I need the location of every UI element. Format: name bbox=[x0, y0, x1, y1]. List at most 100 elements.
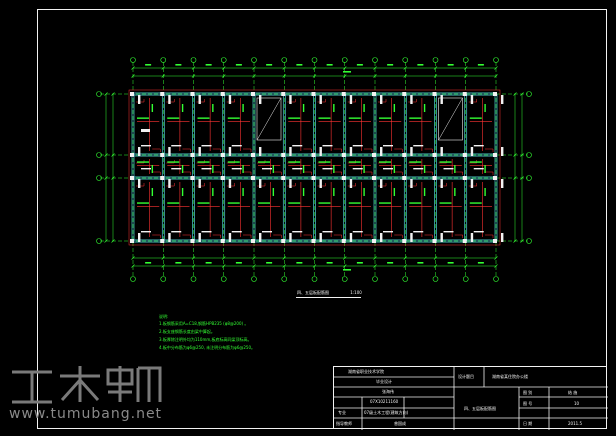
rebar-support bbox=[394, 148, 403, 152]
rebar-label bbox=[181, 165, 184, 173]
column bbox=[372, 92, 376, 96]
slab-label bbox=[413, 168, 424, 170]
dimension-tick bbox=[433, 256, 438, 260]
column bbox=[138, 179, 141, 188]
dimension-tick bbox=[131, 264, 135, 268]
axis-bubble bbox=[311, 57, 318, 63]
column bbox=[380, 147, 383, 156]
student-name: 张海伟 bbox=[382, 389, 394, 394]
slab-label bbox=[231, 231, 242, 233]
column bbox=[259, 233, 262, 242]
slab-label bbox=[413, 231, 424, 233]
field-value: 2011.5 bbox=[568, 421, 582, 426]
column bbox=[402, 153, 407, 157]
column bbox=[190, 92, 195, 96]
axis-bubble bbox=[96, 238, 102, 244]
dimension-tick bbox=[111, 239, 115, 243]
column bbox=[220, 92, 225, 96]
column bbox=[289, 147, 292, 156]
stair-diagonal bbox=[438, 97, 463, 141]
column bbox=[380, 233, 383, 242]
column bbox=[220, 239, 225, 243]
column bbox=[470, 147, 474, 156]
rebar-label bbox=[288, 117, 301, 119]
column bbox=[501, 147, 504, 156]
slab-label bbox=[171, 231, 182, 233]
slab-label bbox=[322, 168, 333, 170]
column bbox=[432, 153, 437, 157]
dimension-tick bbox=[464, 66, 468, 70]
column bbox=[228, 233, 232, 242]
rebar-support bbox=[196, 160, 205, 164]
column bbox=[372, 153, 376, 157]
column bbox=[410, 95, 413, 104]
rebar-support bbox=[468, 160, 477, 164]
rebar-label bbox=[439, 161, 452, 163]
slab-label bbox=[231, 145, 242, 147]
rebar-label bbox=[484, 165, 486, 173]
dimension-tick bbox=[433, 74, 438, 78]
rebar-label bbox=[197, 161, 210, 163]
column bbox=[160, 239, 165, 243]
rebar-support bbox=[424, 171, 433, 175]
axis-bubble bbox=[96, 175, 102, 181]
axis-bubble bbox=[526, 175, 532, 181]
rebar-label bbox=[454, 188, 456, 196]
column bbox=[319, 233, 322, 242]
rebar-label bbox=[318, 202, 331, 204]
axis-bubble bbox=[372, 276, 378, 282]
dimension-text bbox=[175, 64, 182, 66]
rebar-support bbox=[212, 171, 221, 175]
column bbox=[462, 239, 467, 243]
column bbox=[190, 176, 195, 180]
rebar-label bbox=[363, 188, 365, 196]
slab-label bbox=[383, 145, 393, 147]
dimension-text bbox=[417, 262, 424, 264]
field-value: 10 bbox=[574, 401, 580, 406]
student-id: 07X10211160 bbox=[370, 399, 399, 404]
slab-label bbox=[171, 168, 182, 170]
dimension-text bbox=[477, 64, 484, 66]
rebar-label bbox=[212, 104, 214, 112]
column bbox=[349, 95, 353, 104]
dimension-text bbox=[343, 269, 351, 271]
axis-bubble bbox=[526, 238, 532, 244]
dimension-tick bbox=[282, 264, 286, 268]
rebar-support bbox=[212, 148, 221, 152]
rebar-label bbox=[227, 161, 240, 163]
slab-label bbox=[473, 231, 484, 233]
dimension-text bbox=[387, 64, 394, 66]
axis-bubble bbox=[130, 57, 136, 63]
rebar-support bbox=[454, 171, 463, 175]
watermark-url: www.tumubang.net bbox=[9, 406, 163, 422]
dimension-tick bbox=[252, 74, 256, 78]
rebar-label bbox=[393, 188, 396, 196]
axis-bubble bbox=[251, 57, 257, 63]
slab-label bbox=[292, 145, 303, 147]
column bbox=[311, 239, 316, 243]
rebar-label bbox=[242, 165, 244, 173]
slab-label bbox=[262, 231, 272, 233]
rebar-label bbox=[333, 104, 335, 112]
rebar-support bbox=[243, 148, 252, 152]
rebar-support bbox=[485, 171, 494, 175]
dimension-tick bbox=[104, 92, 108, 96]
column bbox=[470, 95, 474, 104]
column bbox=[259, 95, 262, 104]
dimension-tick bbox=[252, 264, 256, 268]
slab-label bbox=[231, 168, 242, 170]
dimension-tick bbox=[252, 66, 256, 70]
column bbox=[410, 179, 413, 188]
axis-bubble bbox=[220, 57, 227, 63]
slab-label bbox=[352, 231, 363, 233]
design-label: 设计题目 bbox=[458, 374, 474, 379]
slab-label bbox=[141, 168, 151, 170]
column bbox=[341, 153, 346, 157]
axis-bubble bbox=[96, 152, 102, 158]
dimension-text bbox=[205, 262, 212, 264]
dimension-tick bbox=[161, 256, 165, 260]
column bbox=[228, 179, 232, 188]
axis-bubble bbox=[493, 276, 499, 282]
